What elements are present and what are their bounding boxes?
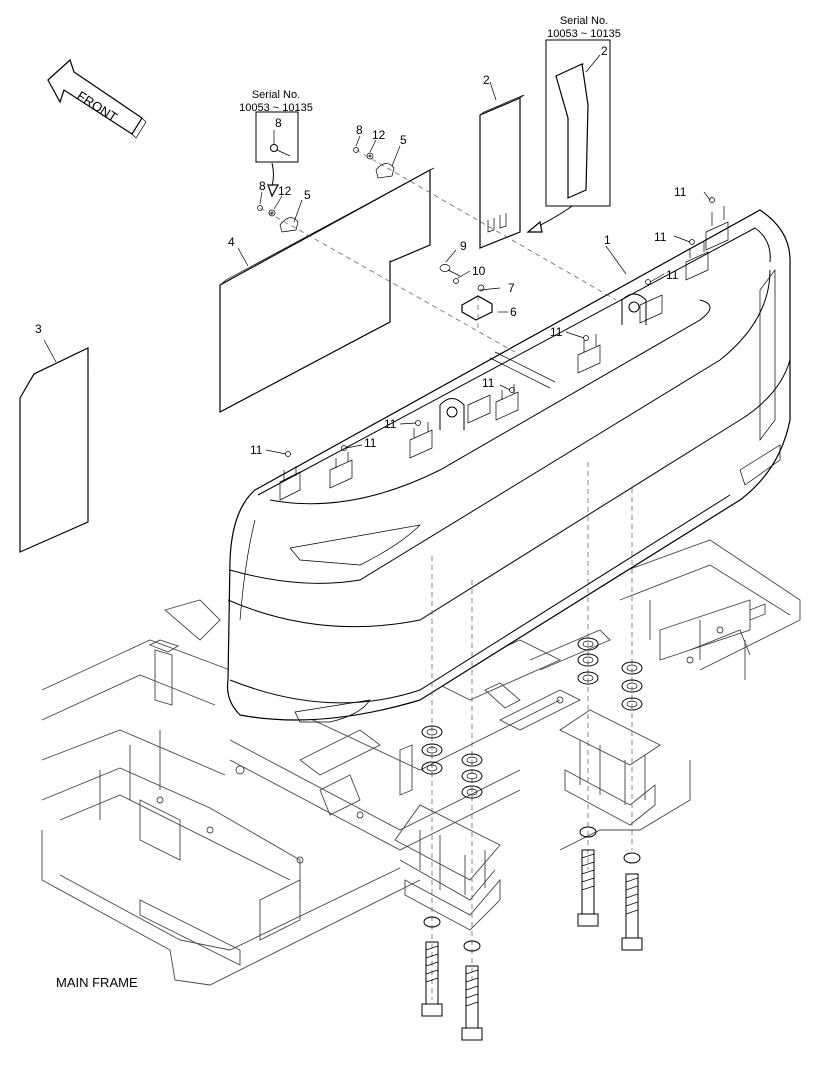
bracket-11-a [279, 466, 301, 501]
leader-lines [259, 130, 711, 455]
bracket-11-c [409, 422, 433, 459]
callout-2-main: 2 [483, 73, 490, 87]
bolt-right-rear [621, 852, 643, 951]
front-arrow-icon [47, 58, 147, 139]
plate-4 [219, 167, 435, 413]
callout-11-center: 11 [482, 376, 495, 390]
callout-11-right-2: 11 [666, 268, 679, 282]
nut-7-icon [477, 284, 485, 292]
bracket-part-6 [461, 295, 493, 330]
callout-12-left: 12 [278, 184, 292, 198]
callout-8-right: 8 [356, 123, 363, 137]
bolt-left-rear [461, 940, 483, 1041]
block-2 [479, 94, 525, 249]
callout-11-center-left: 11 [384, 417, 397, 431]
lifting-eye-front [439, 398, 465, 430]
bracket-11-g [639, 294, 663, 324]
bracket-11-h [685, 242, 709, 281]
callout-7: 7 [508, 281, 515, 295]
serial-range-left: 10053 ~ 10135 [239, 102, 313, 114]
serial-title-left: Serial No. [252, 89, 300, 101]
callout-5-left: 5 [304, 188, 311, 202]
callout-8-serial: 8 [275, 116, 282, 130]
washer-stack-left-front [421, 725, 443, 775]
washer-stack-left-rear [461, 753, 483, 799]
callout-6: 6 [510, 305, 517, 319]
callout-2-serial: 2 [601, 44, 608, 58]
callout-11-top-right: 11 [674, 185, 687, 199]
callout-11-left-1: 11 [250, 443, 263, 457]
bolt-right-front [577, 826, 599, 927]
bolt-left-front [421, 916, 443, 1017]
fastener-chain-right [353, 147, 617, 301]
lifting-eye-rear [621, 293, 647, 325]
callout-4: 4 [228, 235, 235, 249]
callout-8-left: 8 [259, 179, 266, 193]
main-frame-caption: MAIN FRAME [56, 975, 138, 990]
callout-11-right-1: 11 [654, 230, 667, 244]
bracket-11-i [705, 206, 729, 251]
bracket-11-d [467, 394, 491, 424]
washer-stack-right-rear [621, 661, 643, 711]
callout-1: 1 [604, 233, 611, 247]
callout-3: 3 [35, 322, 42, 336]
bracket-11-b [329, 452, 353, 489]
main-frame-drawing [41, 539, 801, 986]
bolt-9-icon [439, 264, 461, 277]
callout-11-center-right: 11 [550, 325, 563, 339]
serial-box-left [255, 111, 299, 198]
fastener-chain-left [257, 205, 521, 356]
serial-title-right: Serial No. [560, 15, 608, 27]
mount-centerlines [431, 462, 633, 1000]
serial-box-right [526, 39, 611, 233]
callout-12-right: 12 [372, 128, 386, 142]
callout-10: 10 [472, 264, 486, 278]
callout-9: 9 [460, 239, 467, 253]
washer-10-icon [453, 278, 459, 284]
callout-11-left-2: 11 [364, 436, 377, 450]
bracket-bolt-heads [285, 197, 715, 457]
plate-3 [19, 347, 89, 553]
serial-range-right: 10053 ~ 10135 [547, 28, 621, 40]
callout-5-right: 5 [400, 133, 407, 147]
counterweight-body [226, 209, 791, 723]
bracket-11-f [577, 334, 601, 374]
washer-stack-right-front [577, 637, 599, 685]
